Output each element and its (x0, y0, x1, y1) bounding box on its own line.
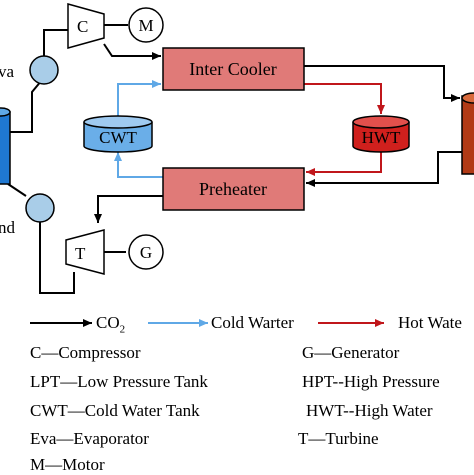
legend-item-motor: M—Motor (30, 455, 105, 474)
co2-line-compressor-to-intercooler (103, 43, 161, 60)
co2-lines (7, 24, 462, 294)
co2-line-cond-to-lpt (7, 183, 27, 197)
legend-item-cwt: CWT—Cold Water Tank (30, 401, 200, 420)
legend-item-hwt: HWT--High Water (306, 401, 433, 420)
co2-line-turbine-out (39, 222, 75, 294)
hwt-label: HWT (362, 128, 401, 147)
inter-cooler-label: Inter Cooler (189, 59, 276, 79)
cwt-tank (83, 115, 153, 153)
legend-co2-subscript: 2 (119, 323, 126, 336)
legend-item-generator: G—Generator (302, 343, 400, 362)
compressor-shape (67, 3, 105, 49)
legend-co2-text: CO (96, 313, 120, 332)
hot-water-line-hwt-to-preheater (306, 152, 382, 176)
condenser-valve (25, 193, 55, 223)
turbine-shape (65, 229, 105, 275)
generator-circle (128, 234, 164, 270)
lpt-tank (0, 107, 11, 185)
cwt-label: CWT (99, 128, 137, 147)
cold-water-line-cwt-to-intercooler (117, 80, 161, 116)
co2-line-preheater-to-turbine (94, 195, 163, 223)
co2-line-intercooler-to-hpt (304, 65, 460, 102)
condenser-label: nd (0, 218, 16, 237)
legend-cold-water-label: Cold Warter (211, 313, 294, 332)
motor-circle (128, 7, 164, 43)
co2-line-eva-to-compressor (43, 29, 68, 60)
legend-co2-label: CO2 (96, 313, 125, 335)
hwt-tank (352, 115, 410, 153)
inter-cooler-box (162, 47, 305, 91)
turbine-label: T (75, 244, 86, 263)
co2-line-lpt-to-eva (10, 79, 43, 133)
legend-hot-water-label: Hot Wate (398, 313, 462, 332)
legend-item-lpt: LPT—Low Pressure Tank (30, 372, 208, 391)
hot-water-line-intercooler-to-hwt (304, 83, 385, 114)
legend-item-compressor: C—Compressor (30, 343, 141, 362)
hpt-tank (461, 92, 474, 175)
compressor-label: C (77, 17, 88, 36)
preheater-box (162, 167, 305, 211)
co2-line-hpt-to-preheater (306, 151, 462, 187)
preheater-label: Preheater (199, 179, 267, 199)
generator-label: G (140, 243, 152, 262)
legend-item-eva: Eva—Evaporator (30, 429, 149, 448)
evaporator-valve (29, 55, 59, 85)
evaporator-label: va (0, 62, 15, 81)
legend-item-turbine: T—Turbine (298, 429, 379, 448)
cold-water-line-preheater-to-cwt (114, 152, 163, 178)
legend-item-hpt: HPT--High Pressure (302, 372, 440, 391)
motor-label: M (138, 16, 153, 35)
